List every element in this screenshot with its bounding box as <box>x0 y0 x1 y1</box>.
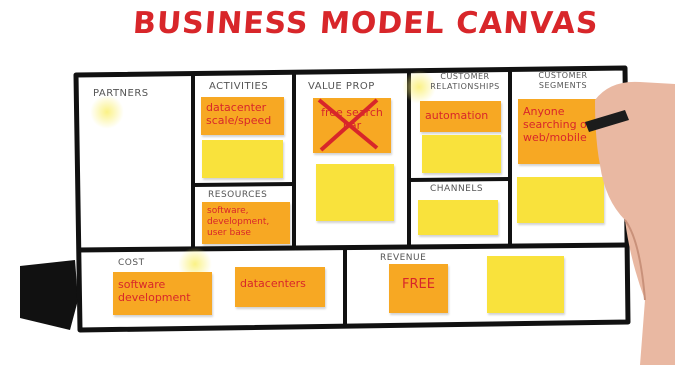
sticky-revenue-2 <box>487 256 564 313</box>
sticky-text: datacenters <box>240 277 306 290</box>
marker-glow <box>402 70 436 104</box>
label-cost: COST <box>118 258 145 268</box>
sticky-text: software development <box>118 278 191 304</box>
board-frame <box>73 65 631 333</box>
sticky-value-prop-2 <box>316 164 394 221</box>
presenter-hand <box>585 81 675 365</box>
cross-out-icon <box>317 98 379 152</box>
sticky-activities-1: datacenter scale/speed <box>201 97 284 135</box>
split-activities <box>193 182 295 187</box>
label-value-prop: VALUE PROP <box>308 81 375 92</box>
board-base <box>20 260 78 330</box>
label-channels: CHANNELS <box>430 184 484 194</box>
sticky-relationships-1: automation <box>420 101 501 132</box>
sticky-resources-1: software, development, user base <box>202 202 290 244</box>
sticky-cost-1: software development <box>113 272 212 315</box>
split-relationships <box>409 177 511 182</box>
sticky-activities-2 <box>202 140 283 178</box>
sticky-cost-2: datacenters <box>235 267 325 307</box>
sticky-segments-1: Anyone searching on web/mobile <box>518 99 606 164</box>
label-revenue: REVENUE <box>380 253 427 263</box>
marker-icon <box>585 110 629 132</box>
sticky-value-prop-1: free search bar <box>313 98 391 153</box>
sticky-revenue-1: FREE <box>389 264 448 313</box>
sticky-segments-2 <box>517 177 604 223</box>
sticky-text: datacenter scale/speed <box>206 101 272 127</box>
sticky-text: Anyone searching on web/mobile <box>523 105 594 144</box>
sticky-text: automation <box>425 109 489 122</box>
board-middle-line <box>77 242 627 253</box>
label-partners: PARTNERS <box>93 88 149 99</box>
sticky-relationships-2 <box>422 135 501 173</box>
sticky-channels-1 <box>418 200 498 235</box>
label-customer-relationships: CUSTOMER RELATIONSHIPS <box>430 72 500 91</box>
sticky-text: FREE <box>402 277 435 292</box>
label-activities: ACTIVITIES <box>209 81 269 92</box>
marker-glow <box>90 95 124 129</box>
label-customer-segments: CUSTOMER SEGMENTS <box>538 71 588 90</box>
sticky-text: software, development, user base <box>207 206 270 238</box>
label-resources: RESOURCES <box>208 190 268 200</box>
